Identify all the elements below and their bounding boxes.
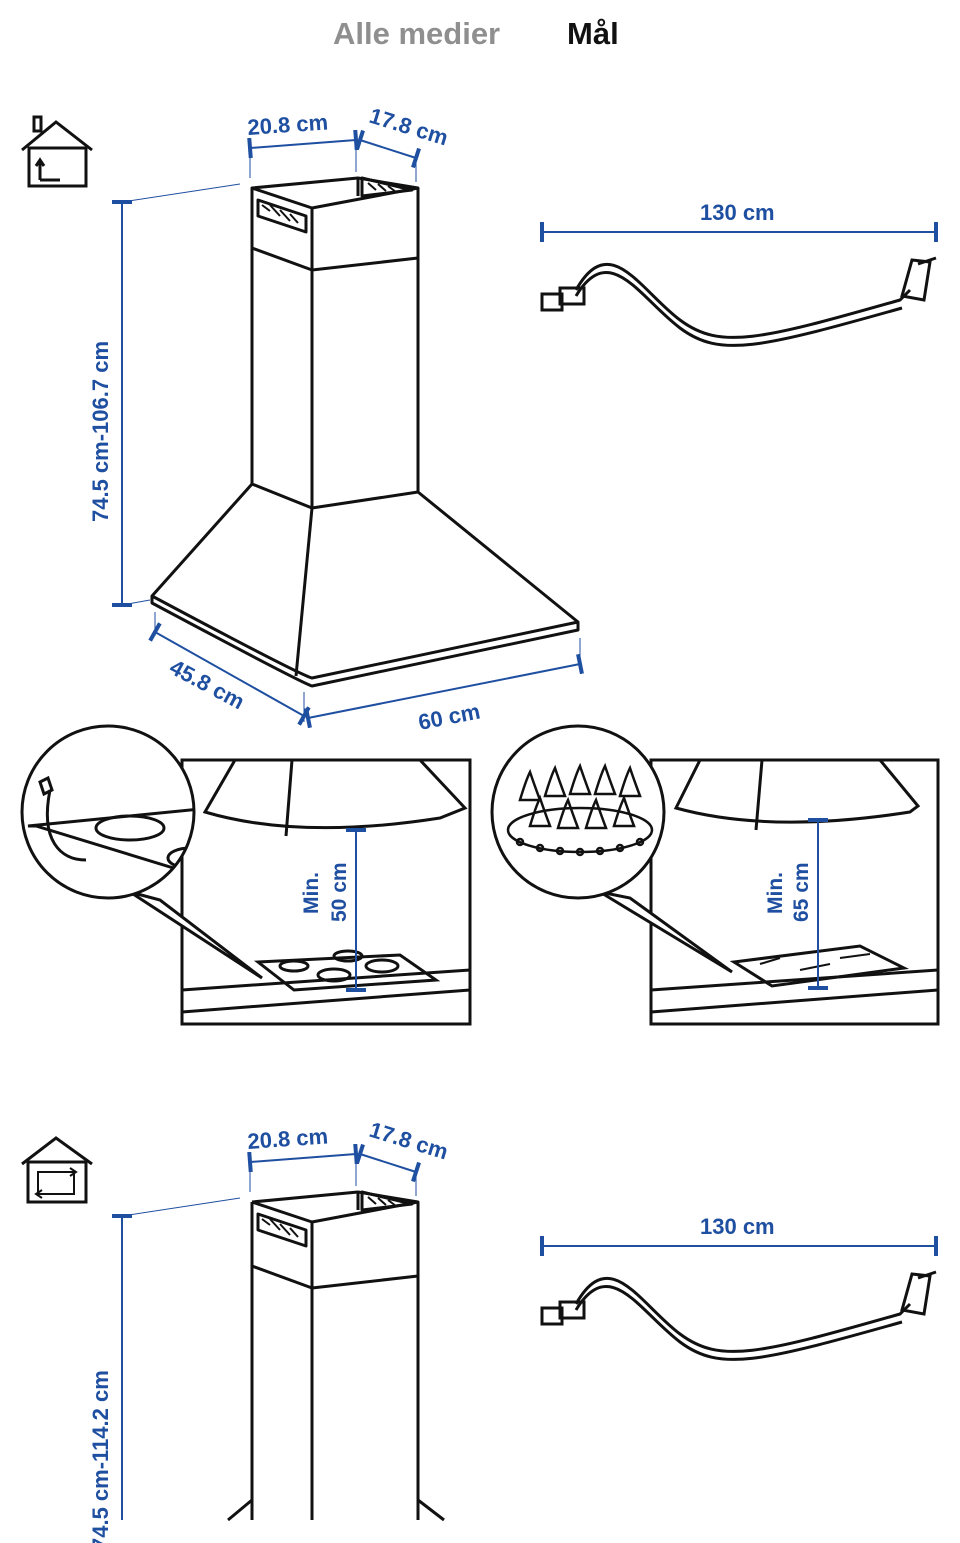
house-recirculation-icon [21,1136,93,1204]
tab-all-media[interactable]: Alle medier [333,16,501,51]
dim-height: 74.5 cm-106.7 cm [88,341,113,522]
clearance-electric-panel [180,758,472,1026]
zoom-callout-gas [490,724,733,974]
zoom-callout-electric [20,724,263,980]
clearance-gas-label-1: Min. [764,872,787,914]
dim-bottom-width: 60 cm [416,698,482,734]
dim-height-recirc: 74.5 cm-114.2 cm [88,1370,113,1543]
dim-top-width: 20.8 cm [247,109,329,140]
dimensions-recirc [112,1143,421,1520]
clearance-electric-dim: Min. 50 cm [300,828,366,992]
house-ducted-icon [21,115,93,188]
dimensions-ducted [112,129,584,729]
dim-top-depth-recirc: 17.8 cm [367,1117,452,1165]
cable-length-1: 130 cm [700,200,775,225]
hood-ducted [150,176,580,688]
tab-dimensions[interactable]: Mål [567,16,619,51]
clearance-gas-dim: Min. 65 cm [764,818,828,990]
dim-top-width-recirc: 20.8 cm [247,1123,329,1154]
dim-top-depth: 17.8 cm [367,103,452,151]
power-cable-2: 130 cm [540,1214,938,1361]
hood-recirc [227,1190,445,1522]
clearance-electric-label-1: Min. [300,872,323,914]
cable-length-2: 130 cm [700,1214,775,1239]
power-cable-1: 130 cm [540,200,938,347]
media-tabs: Alle medier Mål [0,0,960,76]
clearance-electric-label-2: 50 cm [328,862,351,922]
dim-bottom-depth: 45.8 cm [166,654,249,714]
clearance-gas-label-2: 65 cm [790,862,813,922]
